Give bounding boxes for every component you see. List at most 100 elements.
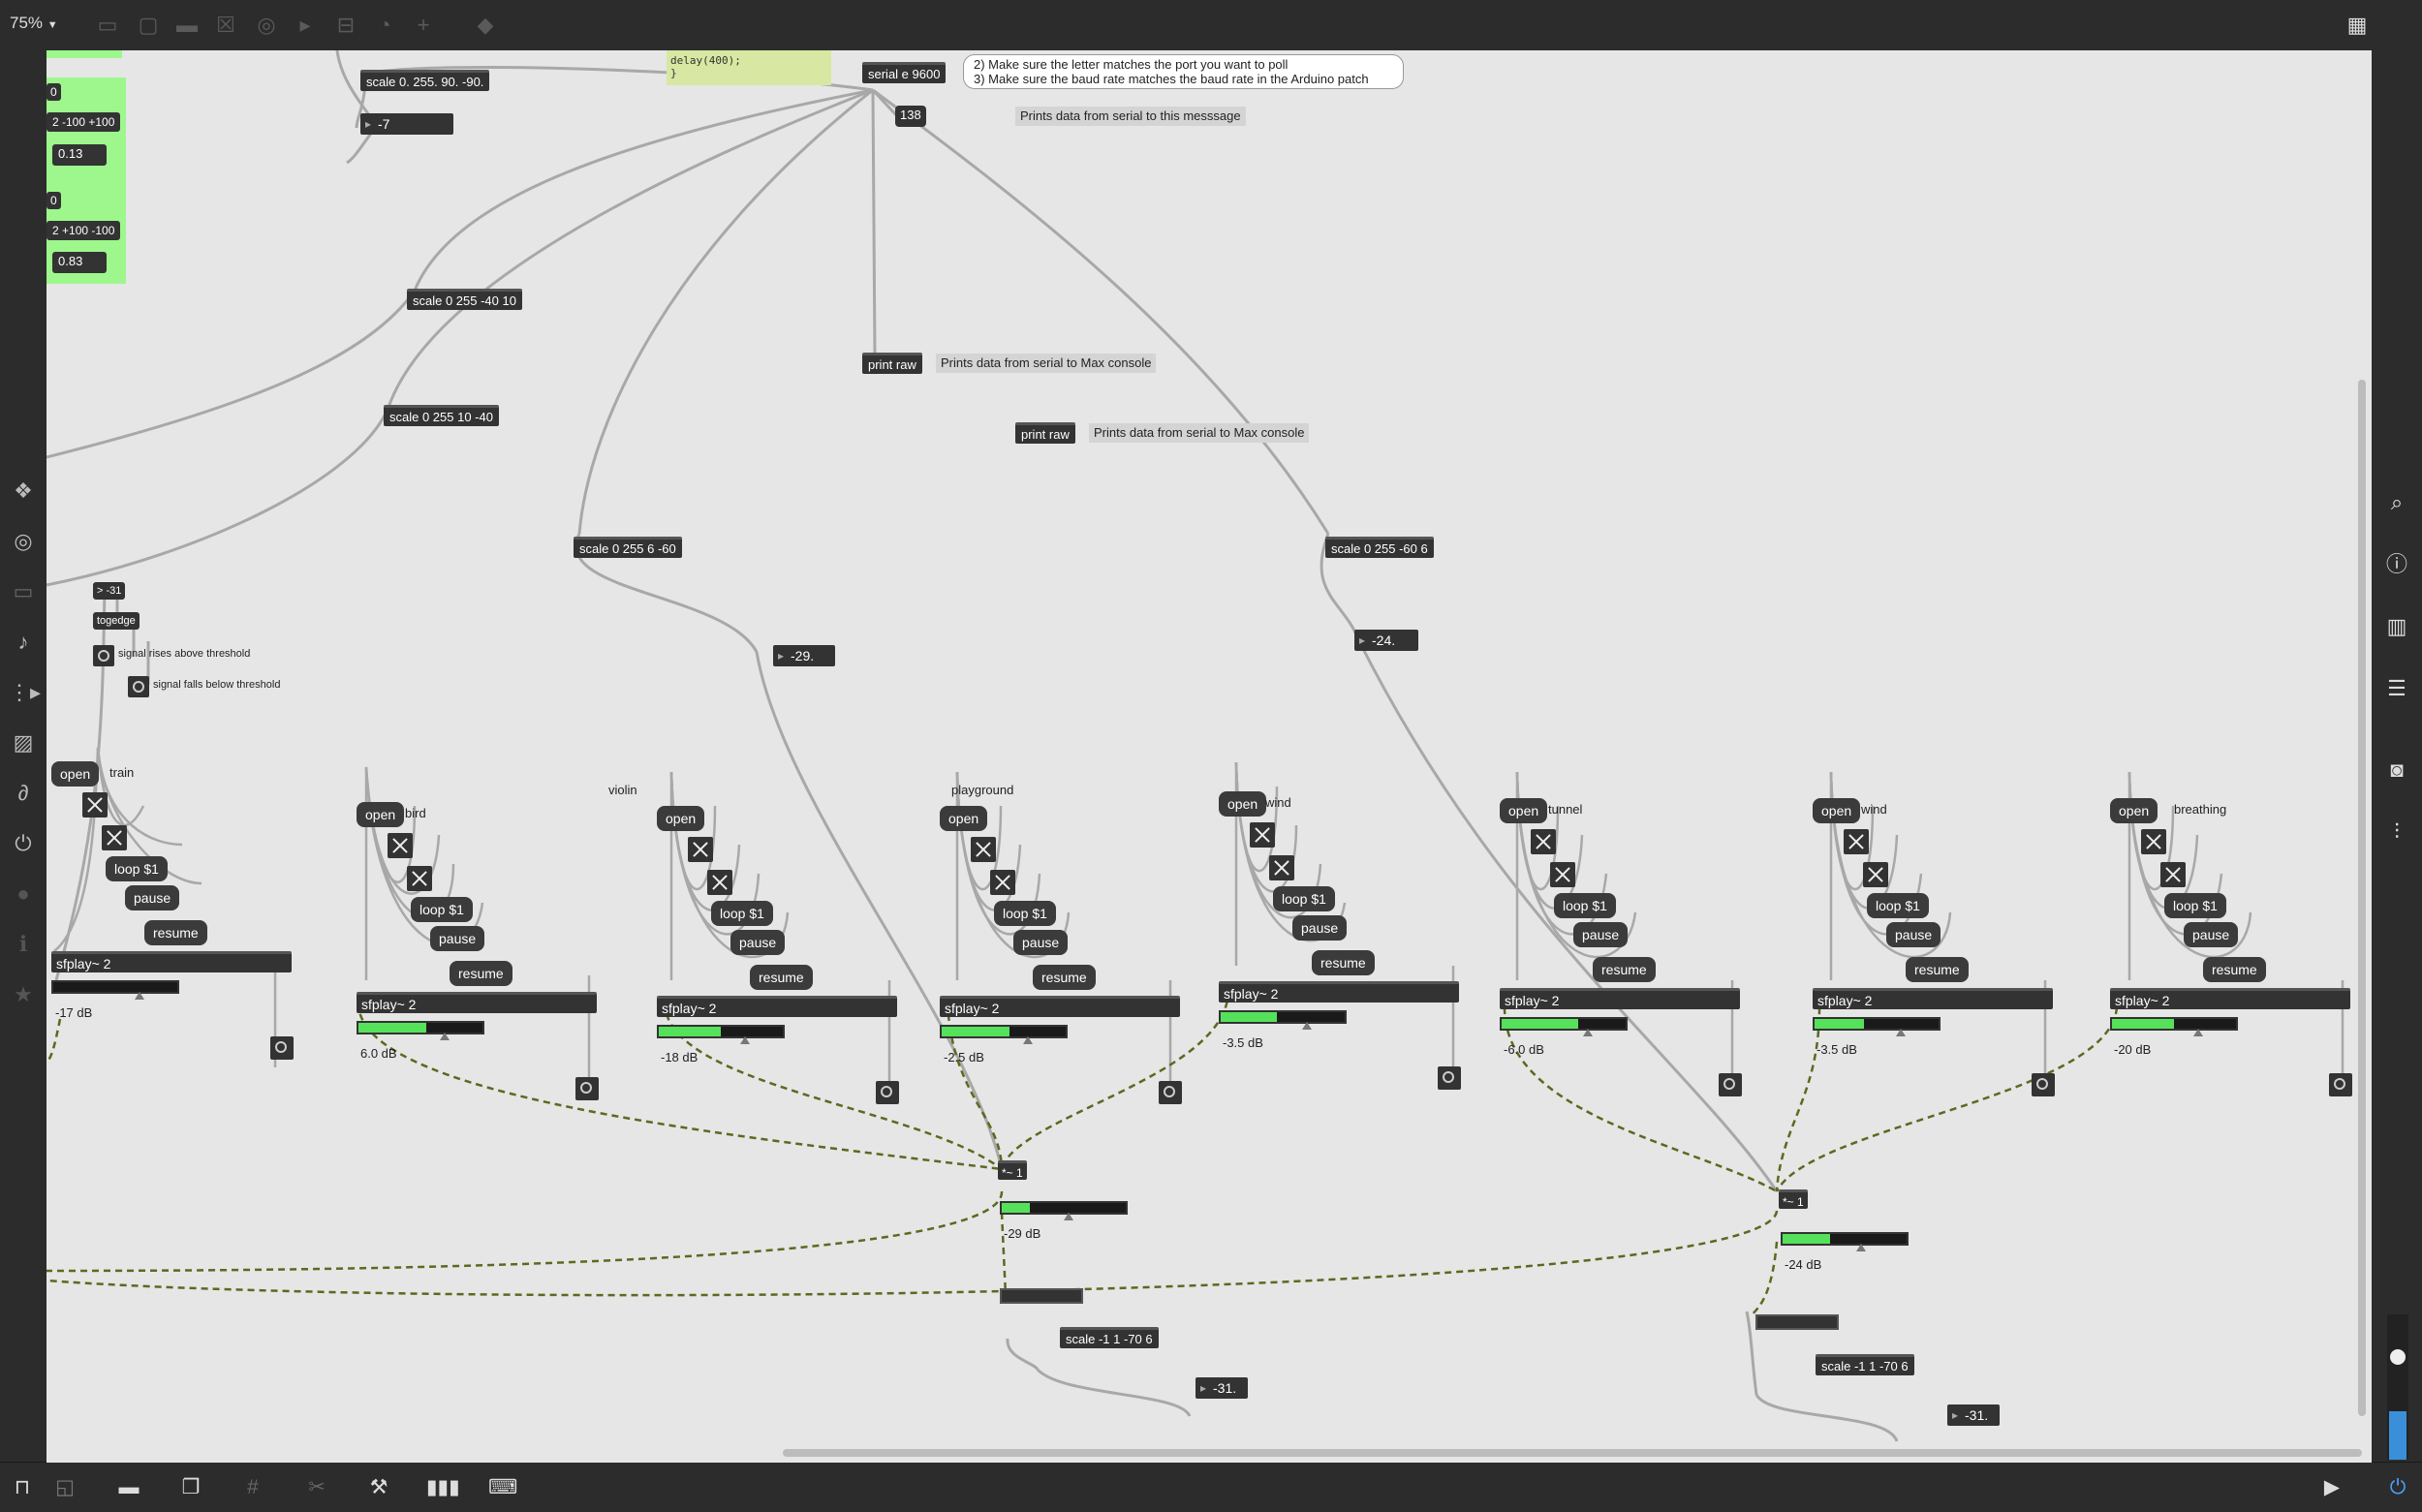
green-number-2[interactable]: 0.83	[52, 252, 107, 273]
stop-toggle-0[interactable]	[82, 792, 108, 818]
resume-message-5[interactable]: resume	[1593, 957, 1656, 982]
loop-message-0[interactable]: loop $1	[106, 856, 168, 881]
sfplay-object-0[interactable]: sfplay~ 2	[51, 951, 292, 972]
gain-object-2[interactable]: *~ 1	[1779, 1189, 1808, 1209]
loop-toggle-2[interactable]	[707, 870, 732, 895]
new-comment-icon[interactable]: ▬	[176, 13, 198, 37]
done-bang-4[interactable]	[1438, 1066, 1461, 1090]
dial-icon[interactable]: ◔	[378, 13, 391, 37]
loop-toggle-7[interactable]	[2160, 862, 2186, 887]
green-number-1[interactable]: 0.13	[52, 144, 107, 166]
bang-rise[interactable]	[93, 645, 114, 666]
stop-toggle-2[interactable]	[688, 837, 713, 862]
resume-message-6[interactable]: resume	[1906, 957, 1969, 982]
resume-message-2[interactable]: resume	[750, 965, 813, 990]
image-icon[interactable]: ▨	[13, 730, 34, 755]
loop-toggle-6[interactable]	[1863, 862, 1888, 887]
mix-slider-2[interactable]	[1755, 1314, 1839, 1330]
video-icon[interactable]: ▭	[13, 579, 34, 603]
info-icon[interactable]: ⓘ	[2385, 552, 2407, 576]
gain-marker-0[interactable]	[135, 992, 144, 1000]
sfplay-object-3[interactable]: sfplay~ 2	[940, 996, 1180, 1017]
resume-message-4[interactable]: resume	[1312, 950, 1375, 975]
done-bang-0[interactable]	[270, 1036, 294, 1060]
wrench-icon[interactable]: ⚒	[369, 1476, 388, 1498]
master-volume-slider[interactable]	[2387, 1314, 2408, 1460]
snap-icon[interactable]: ✂	[308, 1476, 326, 1498]
new-object-icon[interactable]: ▭	[97, 13, 118, 37]
print-raw-object-2[interactable]: print raw	[1015, 422, 1075, 444]
camera-icon[interactable]: ◙	[2390, 757, 2404, 782]
slider-icon[interactable]: ⊟	[336, 13, 356, 37]
pause-message-0[interactable]: pause	[125, 885, 180, 910]
play-icon[interactable]: ▶	[2323, 1476, 2341, 1498]
power-icon[interactable]: ⏻	[2389, 1476, 2406, 1498]
grid-icon[interactable]: #	[247, 1476, 259, 1498]
grid-icon[interactable]: ▦	[2346, 13, 2368, 37]
open-message-3[interactable]: open	[940, 806, 988, 831]
resume-message-0[interactable]: resume	[144, 920, 207, 945]
togedge-object[interactable]: togedge	[93, 612, 140, 630]
number-box-top[interactable]: -7	[360, 113, 453, 135]
stop-toggle-7[interactable]	[2141, 829, 2166, 854]
done-bang-3[interactable]	[1159, 1081, 1182, 1104]
mix-meter-2-gain-marker[interactable]	[1856, 1244, 1866, 1251]
done-bang-2[interactable]	[876, 1081, 899, 1104]
done-bang-6[interactable]	[2032, 1073, 2055, 1096]
number-box-e[interactable]: -31.	[1195, 1377, 1248, 1399]
piano-icon[interactable]: ▮▮▮	[426, 1476, 460, 1498]
pause-message-1[interactable]: pause	[430, 926, 485, 951]
lock-icon[interactable]: ⊓	[14, 1476, 31, 1498]
done-bang-1[interactable]	[575, 1077, 599, 1100]
green-value-2[interactable]: 0	[47, 192, 61, 209]
volume-knob[interactable]	[2390, 1349, 2406, 1365]
toggle-icon[interactable]: ☒	[216, 13, 235, 37]
resume-message-1[interactable]: resume	[450, 961, 512, 986]
gain-marker-1[interactable]	[440, 1033, 450, 1040]
pause-message-7[interactable]: pause	[2184, 922, 2239, 947]
sfplay-object-5[interactable]: sfplay~ 2	[1500, 988, 1740, 1009]
loop-message-7[interactable]: loop $1	[2164, 893, 2226, 918]
open-message-6[interactable]: open	[1813, 798, 1861, 823]
vertical-scrollbar[interactable]	[2358, 380, 2366, 1416]
horizontal-scrollbar[interactable]	[783, 1449, 2362, 1457]
loop-message-6[interactable]: loop $1	[1867, 893, 1929, 918]
presentation-icon[interactable]: ◱	[55, 1476, 75, 1498]
green-value-1[interactable]: 0	[47, 83, 61, 101]
open-message-1[interactable]: open	[357, 802, 405, 827]
pause-message-5[interactable]: pause	[1573, 922, 1629, 947]
comment-icon[interactable]: ▬	[118, 1476, 140, 1498]
stop-toggle-1[interactable]	[388, 833, 413, 858]
scale-object-c[interactable]: scale 0 255 6 -60	[574, 537, 682, 558]
number-box-f[interactable]: -31.	[1947, 1404, 2000, 1426]
open-message-5[interactable]: open	[1500, 798, 1548, 823]
serial-object[interactable]: serial e 9600	[862, 62, 947, 83]
scale-object-b[interactable]: scale 0 255 10 -40	[384, 405, 499, 426]
loop-message-5[interactable]: loop $1	[1554, 893, 1616, 918]
zoom-menu[interactable]: 75% ▼	[10, 14, 58, 33]
resume-message-7[interactable]: resume	[2203, 957, 2266, 982]
scale-object-e[interactable]: scale -1 1 -70 6	[1060, 1327, 1159, 1348]
sfplay-object-1[interactable]: sfplay~ 2	[357, 992, 597, 1013]
sfplay-object-2[interactable]: sfplay~ 2	[657, 996, 897, 1017]
mix-slider-1[interactable]	[1000, 1288, 1083, 1304]
search-icon[interactable]: ⌕	[2390, 490, 2404, 514]
info-circle-icon[interactable]: ℹ	[18, 932, 28, 956]
star-icon[interactable]: ★	[14, 982, 33, 1006]
greater-than-object[interactable]: > -31	[93, 582, 126, 600]
sfplay-object-4[interactable]: sfplay~ 2	[1219, 981, 1459, 1003]
stop-toggle-5[interactable]	[1531, 829, 1556, 854]
scale-object-top[interactable]: scale 0. 255. 90. -90.	[360, 70, 490, 91]
loop-toggle-4[interactable]	[1269, 855, 1294, 880]
sfplay-object-6[interactable]: sfplay~ 2	[1813, 988, 2053, 1009]
stop-toggle-3[interactable]	[971, 837, 996, 862]
loop-message-1[interactable]: loop $1	[411, 897, 473, 922]
sfplay-object-7[interactable]: sfplay~ 2	[2110, 988, 2350, 1009]
loop-toggle-1[interactable]	[407, 866, 432, 891]
resume-message-3[interactable]: resume	[1033, 965, 1096, 990]
scale-object-f[interactable]: scale -1 1 -70 6	[1816, 1354, 1914, 1375]
scale-object-a[interactable]: scale 0 255 -40 10	[407, 289, 522, 310]
gain-marker-6[interactable]	[1896, 1029, 1906, 1036]
pause-message-6[interactable]: pause	[1886, 922, 1941, 947]
circle-icon[interactable]: ●	[16, 881, 30, 906]
